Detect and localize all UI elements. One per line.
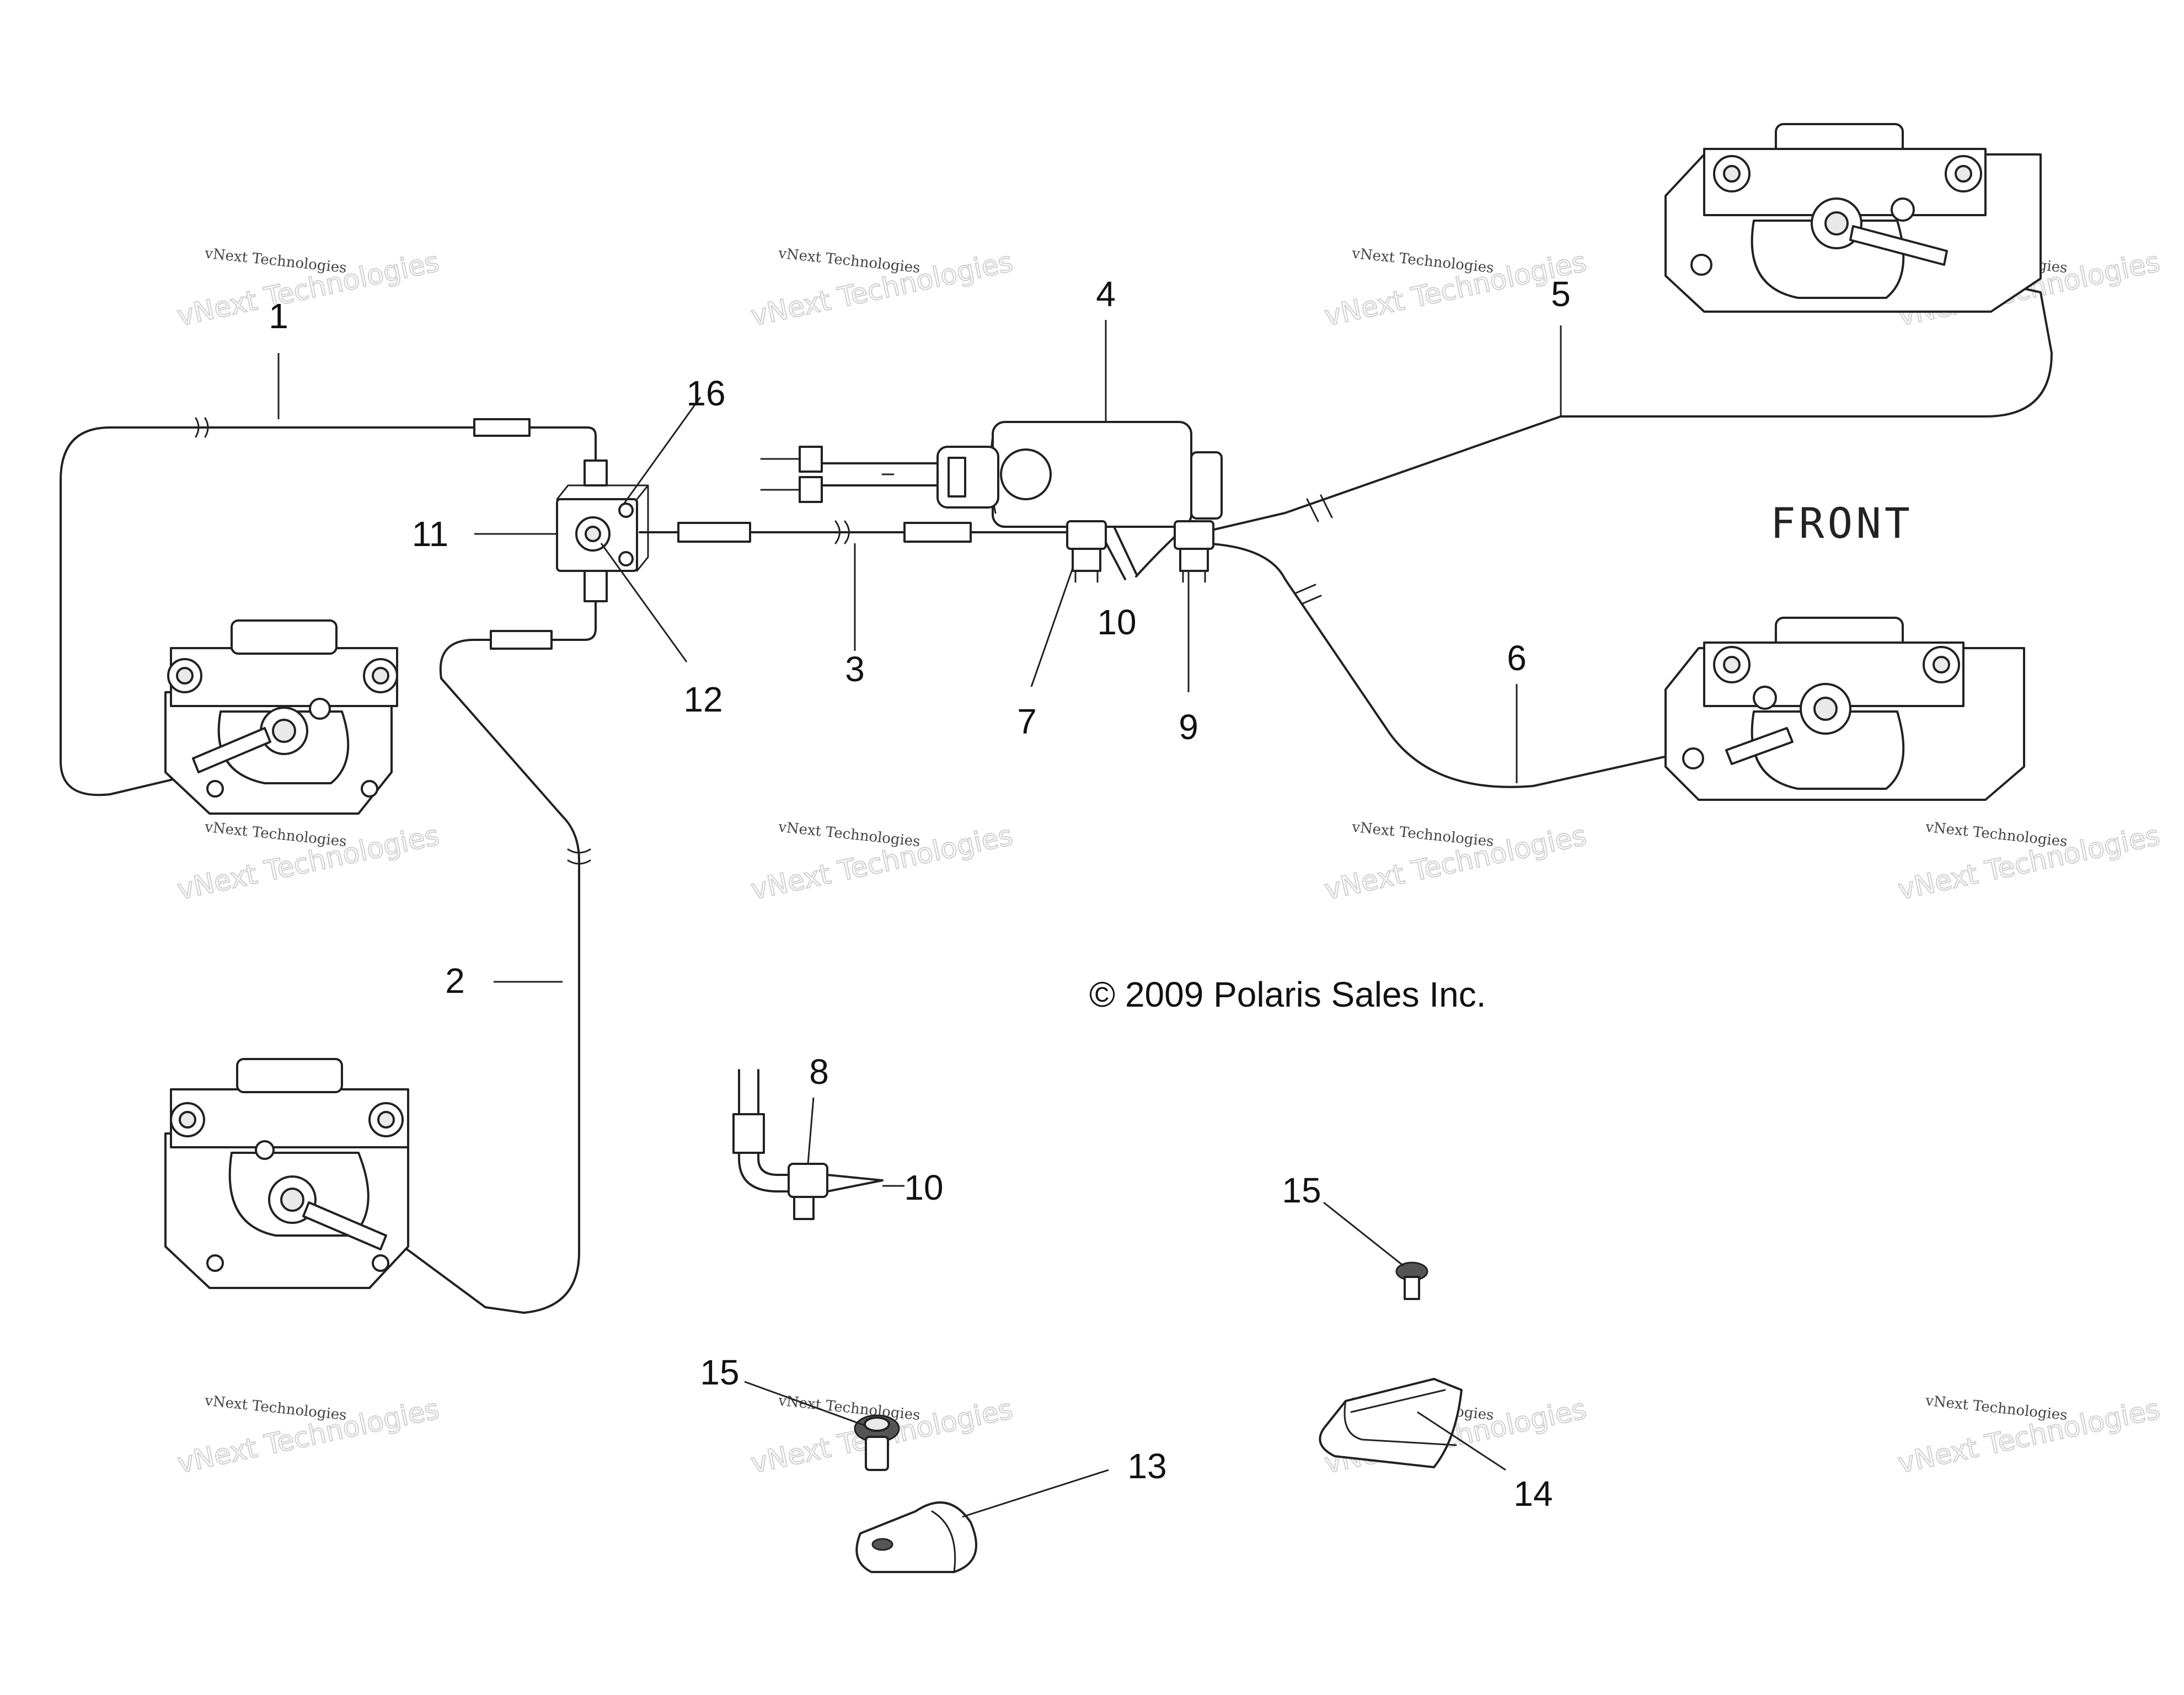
brake-line-5: [1201, 269, 2053, 533]
master-cylinder: [760, 421, 1223, 580]
p-clamp-13: [855, 1501, 977, 1573]
distribution-block: [556, 459, 649, 602]
line-break-mark: [834, 520, 850, 544]
banjo-bolt-9: [1174, 520, 1214, 583]
callout-15-right: 15: [1282, 1170, 1321, 1210]
callout-7: 7: [1017, 702, 1037, 741]
callout-2: 2: [445, 961, 465, 1001]
callout-labels: 1 2 3 4 5 6 7 8 9 10 10 11 12 13 14 15 1…: [269, 274, 1571, 1514]
brake-line-2: [357, 600, 597, 1314]
line-break-mark: [195, 417, 209, 438]
callout-10-bottom: 10: [904, 1168, 943, 1207]
line-break-mark: [567, 848, 591, 865]
callout-16: 16: [686, 373, 725, 413]
line-fitting: [473, 418, 531, 437]
clip-bracket-14: [1319, 1378, 1463, 1468]
line-fitting: [677, 522, 751, 543]
line-fitting: [490, 630, 553, 650]
callout-13: 13: [1127, 1446, 1166, 1486]
callout-15-left: 15: [700, 1352, 739, 1392]
line-break-mark: [1295, 584, 1322, 605]
callout-5: 5: [1551, 274, 1571, 314]
copyright-notice: © 2009 Polaris Sales Inc.: [1089, 975, 1486, 1014]
brake-line-1: [60, 426, 597, 796]
caliper-left-rear: [164, 1058, 409, 1289]
callout-1: 1: [269, 296, 288, 336]
front-label: FRONT: [1770, 499, 1913, 548]
callout-9: 9: [1179, 707, 1198, 747]
caliper-left-front: [164, 619, 398, 815]
leader-lines: [277, 320, 1562, 1518]
callout-6: 6: [1507, 638, 1527, 678]
line-break-mark: [1306, 494, 1333, 522]
brake-line-8-assembly: [732, 1069, 884, 1220]
brake-lines: [60, 269, 2053, 1314]
callout-3: 3: [845, 649, 865, 689]
callout-4: 4: [1096, 274, 1116, 314]
bolt-15-right: [1395, 1261, 1428, 1300]
callout-11: 11: [412, 514, 448, 554]
banjo-bolt-7: [1066, 520, 1107, 583]
callout-8: 8: [809, 1052, 829, 1092]
line-fitting: [903, 522, 972, 543]
callout-10-top: 10: [1097, 602, 1136, 642]
callout-14: 14: [1513, 1474, 1553, 1514]
brake-line-6: [1201, 542, 1782, 788]
bolt-15-left: [854, 1414, 900, 1471]
callout-12: 12: [683, 680, 722, 719]
caliper-right-rear: [1664, 617, 2025, 801]
caliper-right-front: [1664, 123, 2042, 313]
